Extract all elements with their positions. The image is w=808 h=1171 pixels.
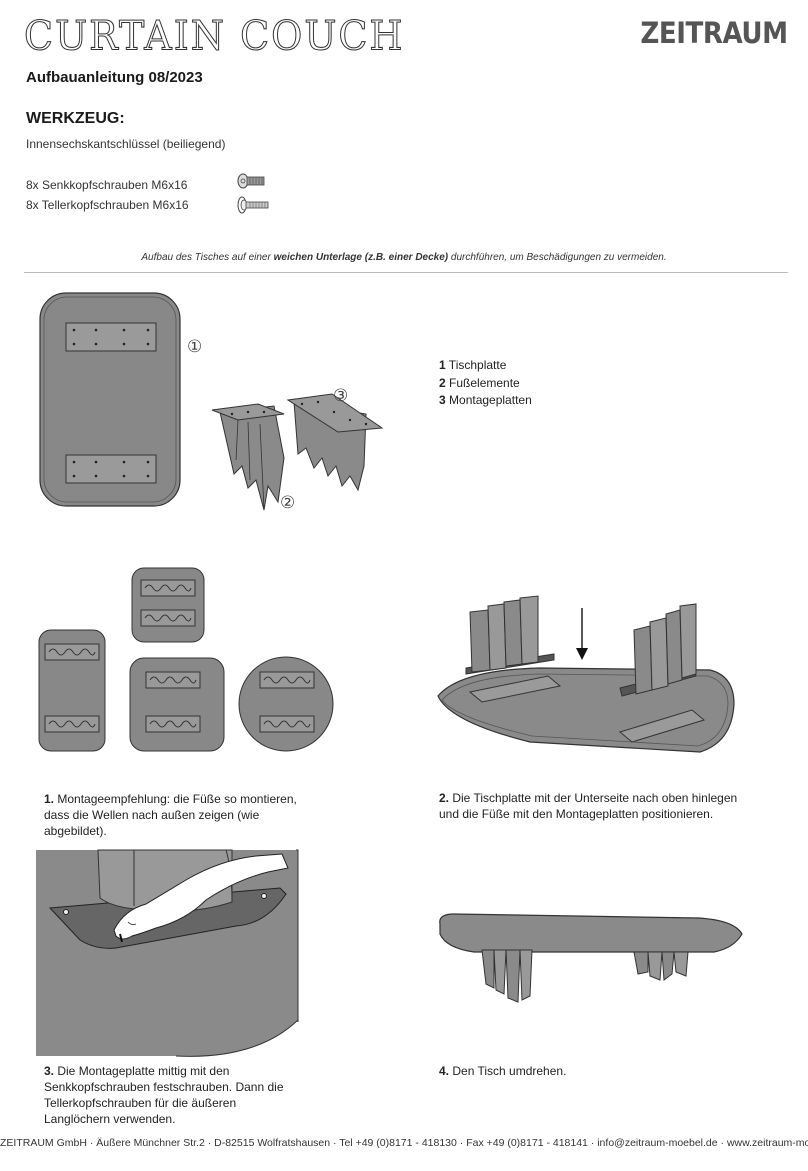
step-4-text: 4. Den Tisch umdrehen.	[439, 1064, 567, 1078]
tools-heading: WERKZEUG:	[26, 110, 125, 127]
legend-item: 3 Montageplatten	[439, 393, 532, 407]
pan-head-screw-icon	[237, 196, 269, 214]
step-2-text: 2. Die Tischplatte mit der Unterseite na…	[439, 791, 738, 821]
legend-item: 1 Tischplatte	[439, 358, 507, 372]
tool-pan-head-screws: 8x Tellerkopfschrauben M6x16	[26, 198, 189, 212]
tool-countersunk-screws: 8x Senkkopfschrauben M6x16	[26, 178, 188, 192]
step3-illustration	[36, 849, 299, 1057]
step4-illustration	[439, 913, 743, 1003]
assembly-note: Aufbau des Tisches auf einer weichen Unt…	[141, 252, 667, 263]
step1-illustration	[38, 567, 334, 752]
parts-illustration	[39, 292, 384, 511]
tool-hex-key: Innensechskantschlüssel (beiliegend)	[26, 137, 226, 151]
part-marker-1: ①	[187, 337, 203, 356]
step-1-text: 1. Montageempfehlung: die Füße so montie…	[44, 792, 297, 838]
part-marker-3: ③	[333, 386, 349, 405]
divider	[24, 272, 788, 273]
footer-contact: ZEITRAUM GmbH · Äußere Münchner Str.2 · …	[0, 1137, 808, 1149]
brand-logo: ZEITRAUM	[640, 16, 789, 50]
document-subtitle: Aufbauanleitung 08/2023	[26, 69, 203, 86]
legend-item: 2 Fußelemente	[439, 376, 520, 390]
step2-illustration	[437, 595, 735, 753]
product-title: CURTAIN COUCH	[24, 12, 405, 60]
countersunk-screw-icon	[237, 173, 265, 189]
part-marker-2: ②	[280, 493, 296, 512]
step-3-text: 3. Die Montageplatte mittig mit den Senk…	[44, 1064, 284, 1126]
